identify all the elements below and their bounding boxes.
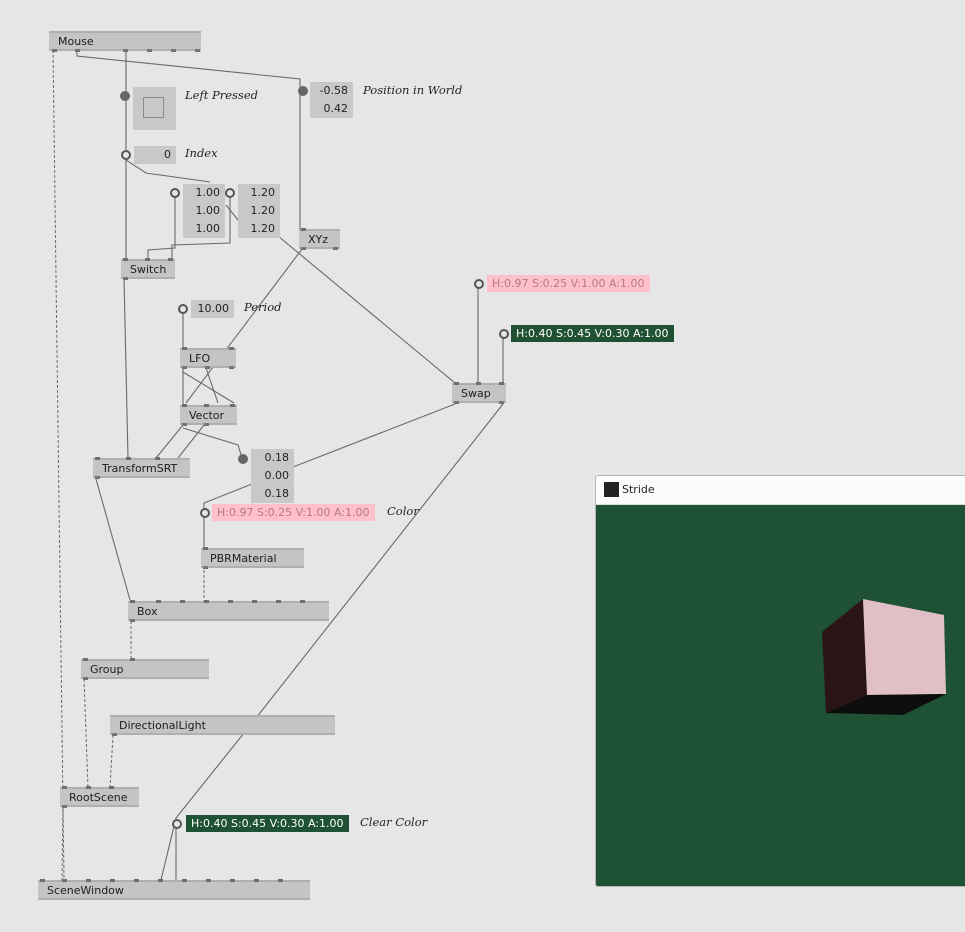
vec-b-pin[interactable] [225,188,235,198]
directionallight-node-label: DirectionalLight [119,719,206,732]
vec-a-x: 1.00 [195,186,221,199]
rendered-cube [822,599,946,715]
period-pin[interactable] [178,304,188,314]
vec-a-iobox[interactable]: 1.00 1.00 1.00 [183,184,225,238]
box-node-label: Box [137,605,158,618]
index-pin[interactable] [121,150,131,160]
vec-a-pin[interactable] [170,188,180,198]
vec-out-iobox[interactable]: 0.18 0.00 0.18 [251,449,294,503]
index-label: Index [185,146,218,160]
clear-color-label: Clear Color [360,815,428,829]
green-color-top-pin[interactable] [499,329,509,339]
transformsrt-node-label: TransformSRT [102,462,178,475]
left-pressed-pin[interactable] [120,91,130,101]
xyz-node-label: XYz [308,233,329,246]
render-viewport[interactable] [596,505,965,886]
vec-b-x: 1.20 [250,186,276,199]
vec-b-iobox[interactable]: 1.20 1.20 1.20 [238,184,280,238]
switch-node[interactable]: Switch [121,258,175,280]
swap-node-label: Swap [461,387,491,400]
green-color-top-iobox[interactable]: H:0.40 S:0.45 V:0.30 A:1.00 [511,325,674,342]
window-titlebar[interactable]: Stride [596,476,965,505]
vec-out-x: 0.18 [264,451,290,464]
directionallight-node[interactable]: DirectionalLight [110,715,335,736]
rootscene-node[interactable]: RootScene [60,786,139,808]
transformsrt-node[interactable]: TransformSRT [93,457,190,479]
period-value: 10.00 [197,302,230,315]
group-node[interactable]: Group [81,658,209,680]
left-pressed-toggle[interactable] [133,87,176,130]
position-in-world-label: Position in World [363,83,463,97]
clear-color-iobox[interactable]: H:0.40 S:0.45 V:0.30 A:1.00 [186,815,349,832]
vec-b-y: 1.20 [250,204,276,217]
cube-front-face [863,599,946,695]
index-value: 0 [164,148,171,161]
lfo-node[interactable]: LFO [180,347,236,369]
box-node[interactable]: Box [128,600,329,622]
window-title: Stride [622,483,655,496]
rootscene-node-label: RootScene [69,791,128,804]
position-x: -0.58 [319,84,348,97]
group-node-label: Group [90,663,124,676]
vec-a-y: 1.00 [195,204,221,217]
vec-b-z: 1.20 [250,222,276,235]
position-iobox[interactable]: -0.58 0.42 [310,82,353,118]
cube-bottom-face [826,694,946,715]
xyz-node[interactable]: XYz [299,228,340,250]
pbrmaterial-node-label: PBRMaterial [210,552,277,565]
vec-out-z: 0.18 [264,487,290,500]
scenewindow-node-label: SceneWindow [47,884,124,897]
vec-out-y: 0.00 [264,469,290,482]
pbrmaterial-node[interactable]: PBRMaterial [201,547,304,569]
vec-a-z: 1.00 [195,222,221,235]
period-label: Period [244,300,282,314]
scenewindow-node[interactable]: SceneWindow [38,879,310,900]
switch-node-label: Switch [130,263,167,276]
clear-color-pin[interactable] [172,819,182,829]
color-pin[interactable] [200,508,210,518]
color-label: Color [387,504,419,518]
mouse-node[interactable]: Mouse [49,31,201,52]
cube-left-face [822,599,867,713]
swap-node[interactable]: Swap [452,382,506,404]
color-iobox[interactable]: H:0.97 S:0.25 V:1.00 A:1.00 [212,504,375,521]
vector-node-label: Vector [189,409,225,422]
mouse-node-label: Mouse [58,35,94,48]
left-pressed-label: Left Pressed [185,88,258,102]
lfo-node-label: LFO [189,352,211,365]
pink-color-top-pin[interactable] [474,279,484,289]
vector-node[interactable]: Vector [180,404,237,426]
vec-out-pin[interactable] [238,454,248,464]
pink-color-top-iobox[interactable]: H:0.97 S:0.25 V:1.00 A:1.00 [487,275,650,292]
position-y: 0.42 [323,102,349,115]
stride-app-icon [604,482,619,497]
stride-render-window[interactable]: Stride [595,475,965,887]
index-iobox[interactable]: 0 [134,146,176,164]
position-pin[interactable] [298,86,308,96]
period-iobox[interactable]: 10.00 [191,300,234,318]
